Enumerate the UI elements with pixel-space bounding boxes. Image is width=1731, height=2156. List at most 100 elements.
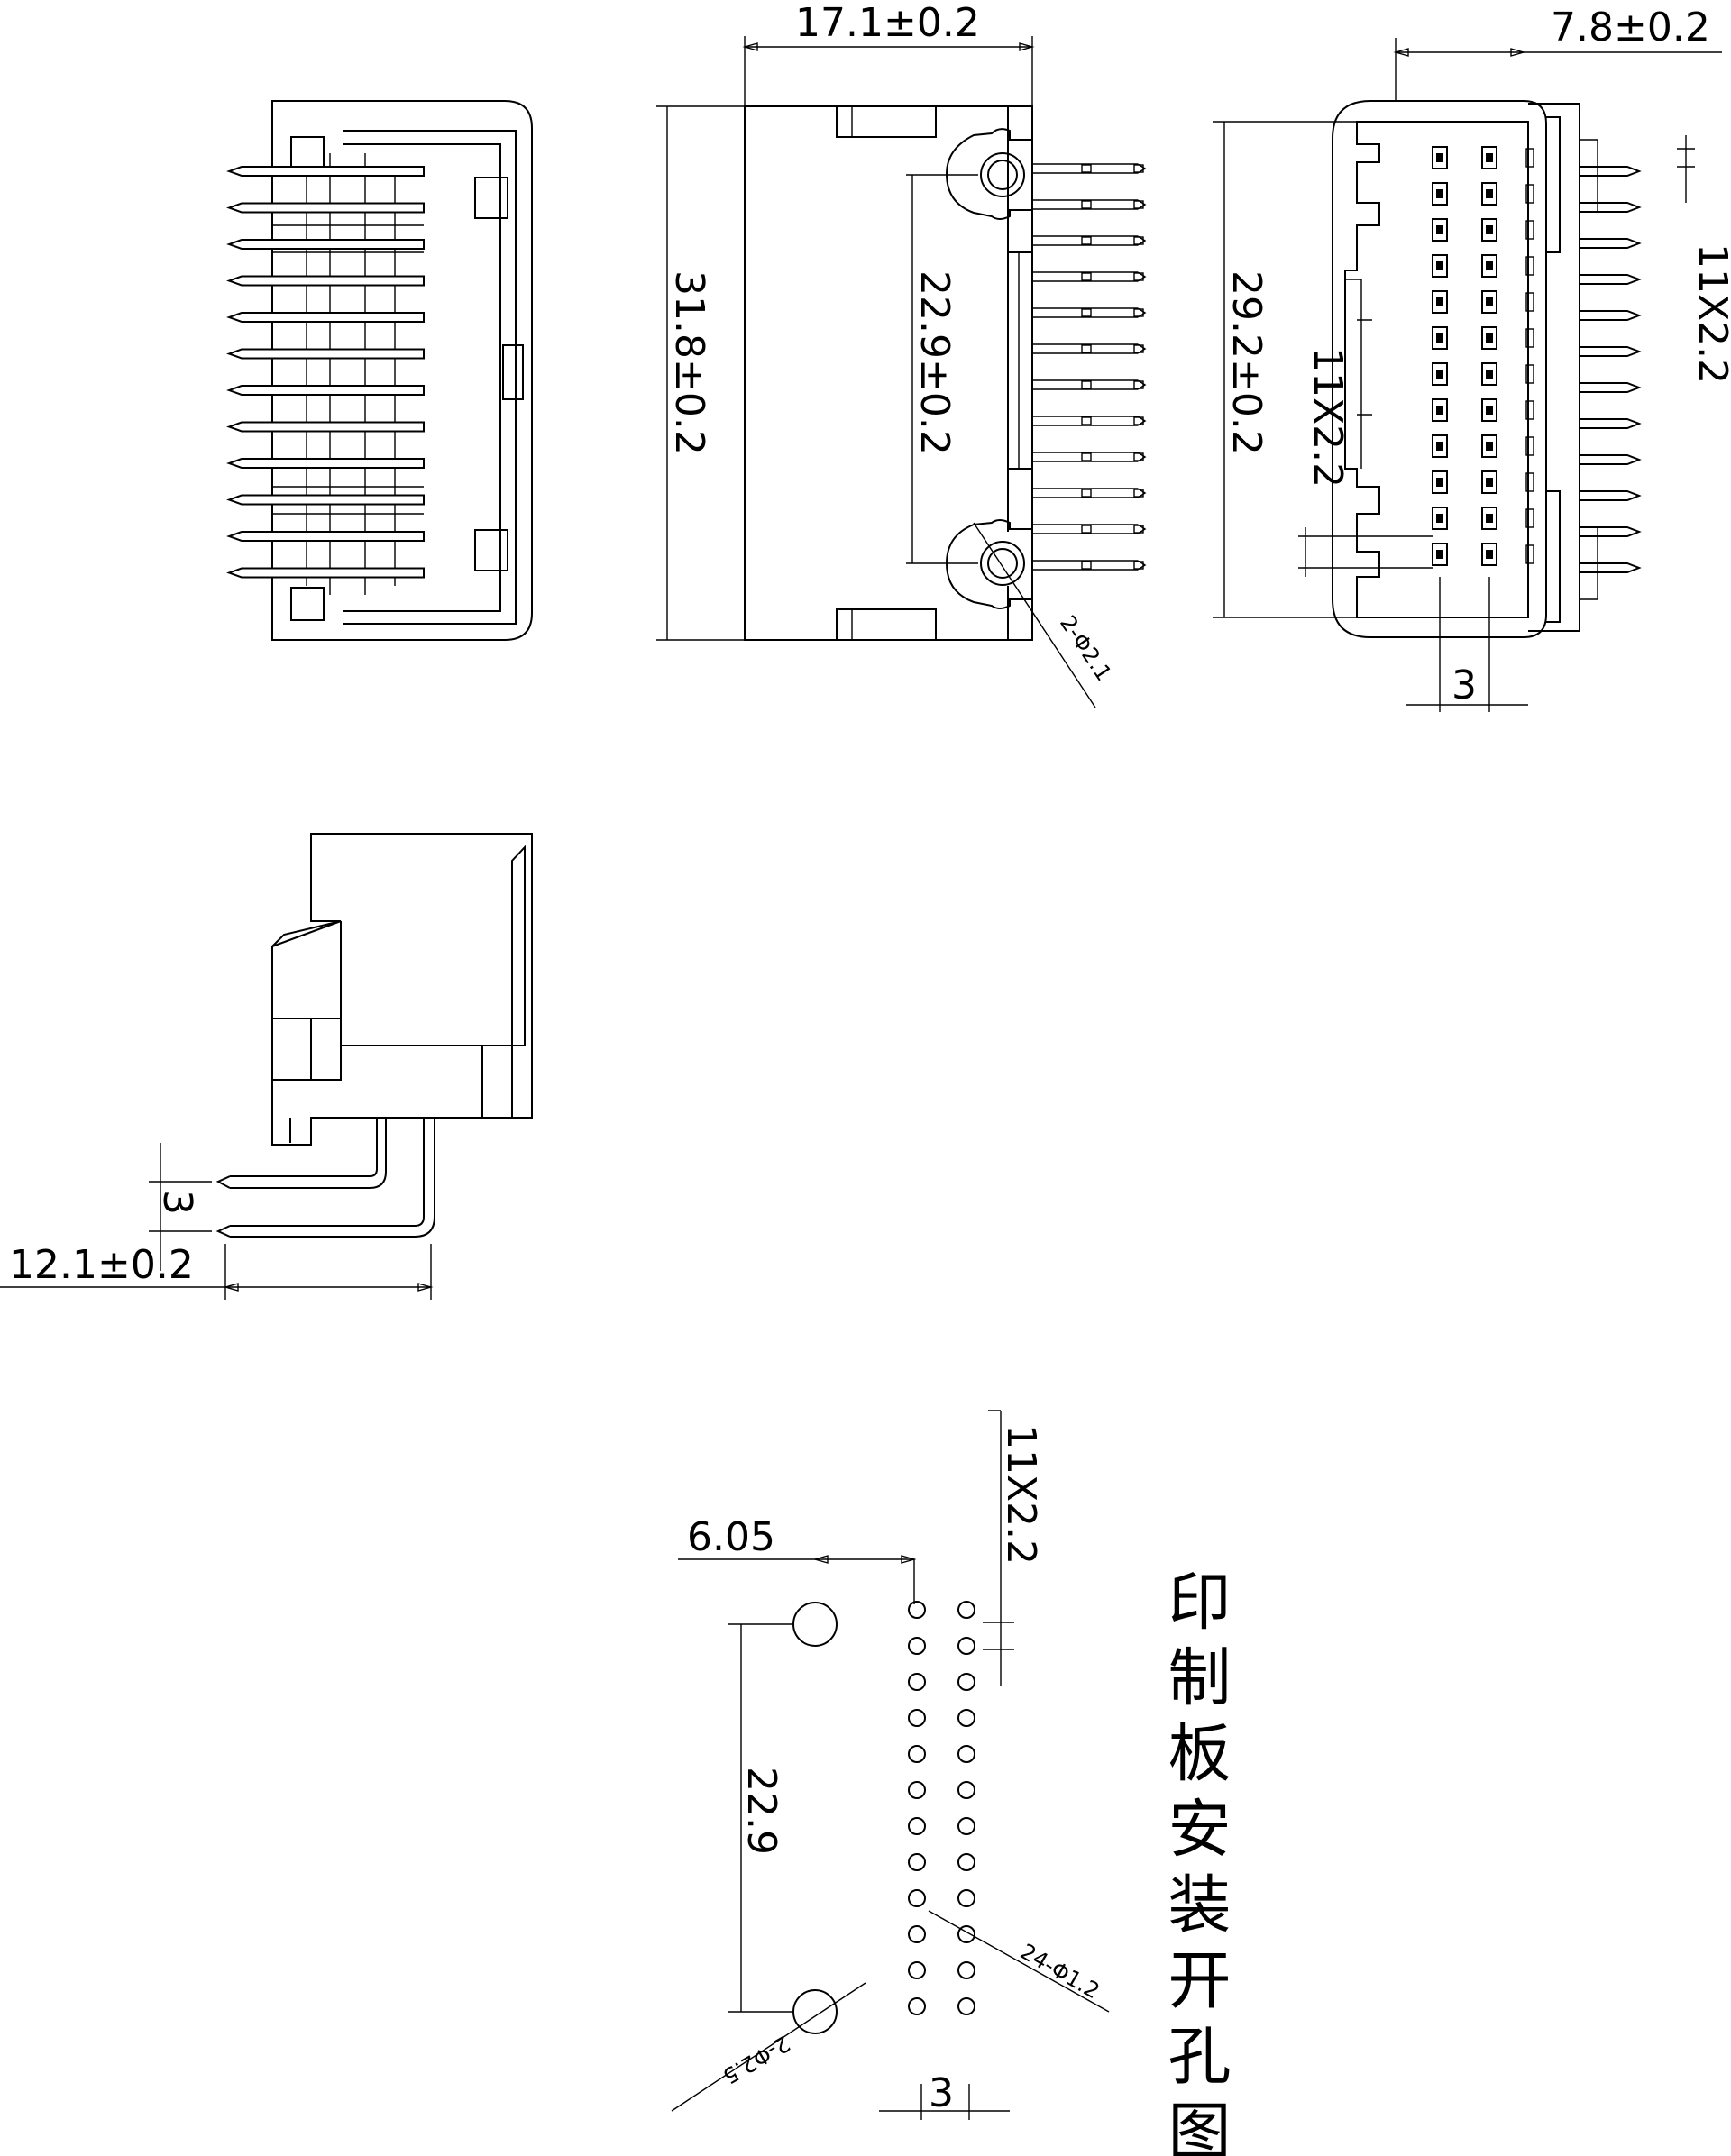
dim-pitch-right: 11X2.2 <box>1690 243 1731 384</box>
contact-pin <box>1436 297 1443 306</box>
front-pin-mark <box>1081 236 1092 245</box>
right-pin <box>1580 274 1642 285</box>
contact-pin <box>1486 225 1493 234</box>
contact-slot <box>1432 182 1448 206</box>
top-pin <box>226 494 425 506</box>
pcb-pin-hole <box>908 1781 926 1799</box>
top-pin <box>226 458 425 469</box>
dim-17-1: 17.1±0.2 <box>795 0 980 46</box>
front-pin-mark <box>1081 489 1092 498</box>
pcb-pin-hole <box>957 1601 975 1619</box>
side-latch <box>1525 508 1534 528</box>
pcb-pin-hole <box>957 1637 975 1655</box>
front-pin-mark <box>1081 272 1092 281</box>
pcb-pin-hole <box>957 1781 975 1799</box>
top-pin <box>226 239 425 250</box>
contact-pin <box>1436 550 1443 559</box>
pcb-pin-hole <box>957 1961 975 1979</box>
contact-slot <box>1432 146 1448 169</box>
front-pin-mark <box>1133 200 1144 209</box>
dim-pcb-22-9: 22.9 <box>738 1767 784 1855</box>
contact-slot <box>1432 434 1448 458</box>
contact-slot <box>1481 507 1497 530</box>
pcb-pin-hole <box>908 1745 926 1763</box>
pcb-pin-hole <box>957 1673 975 1691</box>
side-latch <box>1525 544 1534 564</box>
front-pin-mark <box>1081 308 1092 317</box>
contact-pin <box>1486 189 1493 198</box>
dim-side-row-spacing: 3 <box>154 1190 200 1215</box>
pcb-pin-hole <box>908 1961 926 1979</box>
contact-slot <box>1481 470 1497 494</box>
front-pin-mark <box>1133 272 1144 281</box>
right-pin <box>1580 346 1642 357</box>
front-pin-mark <box>1133 561 1144 570</box>
pcb-pin-hole <box>957 1709 975 1727</box>
pcb-pin-hole <box>908 1637 926 1655</box>
pcb-pin-hole <box>908 1709 926 1727</box>
top-pin <box>226 531 425 542</box>
dim-31-8: 31.8±0.2 <box>666 270 712 455</box>
contact-pin <box>1436 406 1443 415</box>
pcb-pin-holes <box>908 1601 975 2015</box>
dim-pcb-pin-holes: 24-Φ1.2 <box>1016 1939 1104 2004</box>
dim-pcb-row-spacing: 3 <box>929 2070 954 2116</box>
right-pin <box>1580 310 1642 321</box>
dim-row-spacing: 3 <box>1452 662 1477 708</box>
pcb-pin-hole <box>908 1601 926 1619</box>
top-pin <box>226 275 425 287</box>
contact-slot <box>1481 290 1497 314</box>
contact-slot <box>1481 218 1497 242</box>
contact-slot <box>1481 182 1497 206</box>
dim-pitch-front: 11X2.2 <box>1305 347 1351 488</box>
front-view-pins <box>1032 163 1147 571</box>
right-view: 7.8±0.2 29.2±0.2 11X2.2 11X2.2 3 <box>1213 5 1731 712</box>
contact-pin <box>1436 442 1443 451</box>
pcb-title: 印制板安装开孔图 <box>1158 1568 1232 2156</box>
pcb-pin-hole <box>908 1817 926 1835</box>
contact-pin <box>1486 442 1493 451</box>
contact-pin <box>1436 333 1443 343</box>
top-pin <box>226 202 425 214</box>
contact-slot <box>1481 362 1497 386</box>
front-pin-mark <box>1133 236 1144 245</box>
right-pin <box>1580 238 1642 249</box>
side-latch <box>1525 148 1534 168</box>
front-pin-mark <box>1133 308 1144 317</box>
pcb-pin-hole <box>908 1853 926 1871</box>
dim-pcb-mount-holes: 2-Φ2.5 <box>719 2031 794 2089</box>
side-latch <box>1525 400 1534 420</box>
dim-pcb-pitch: 11X2.2 <box>998 1424 1044 1565</box>
top-pin <box>226 348 425 360</box>
front-pin-mark <box>1081 561 1092 570</box>
front-pin-mark <box>1133 344 1144 353</box>
pcb-pin-hole <box>957 1745 975 1763</box>
contact-pin <box>1486 550 1493 559</box>
dim-7-8: 7.8±0.2 <box>1551 5 1710 50</box>
front-pin-mark <box>1133 416 1144 425</box>
right-pin <box>1580 382 1642 393</box>
front-pin-mark <box>1081 525 1092 534</box>
right-view-pins <box>1580 166 1642 573</box>
top-pin <box>226 312 425 323</box>
pcb-pin-hole <box>908 1889 926 1907</box>
contact-slot <box>1432 398 1448 422</box>
top-pin <box>226 421 425 433</box>
contact-pin <box>1436 261 1443 270</box>
dim-22-9: 22.9±0.2 <box>911 270 957 455</box>
side-latch <box>1525 220 1534 240</box>
contact-pin <box>1486 514 1493 523</box>
contact-slot <box>1432 470 1448 494</box>
top-view <box>226 100 533 641</box>
front-pin-mark <box>1133 489 1144 498</box>
side-latch <box>1525 364 1534 384</box>
front-pin-mark <box>1133 380 1144 389</box>
pcb-pin-hole <box>957 1997 975 2015</box>
pcb-pin-hole <box>908 1925 926 1943</box>
side-latch <box>1525 184 1534 204</box>
contact-slot <box>1481 326 1497 350</box>
pcb-pin-hole <box>957 1817 975 1835</box>
right-pin <box>1580 418 1642 429</box>
contact-slot <box>1432 543 1448 566</box>
contact-pin <box>1436 370 1443 379</box>
